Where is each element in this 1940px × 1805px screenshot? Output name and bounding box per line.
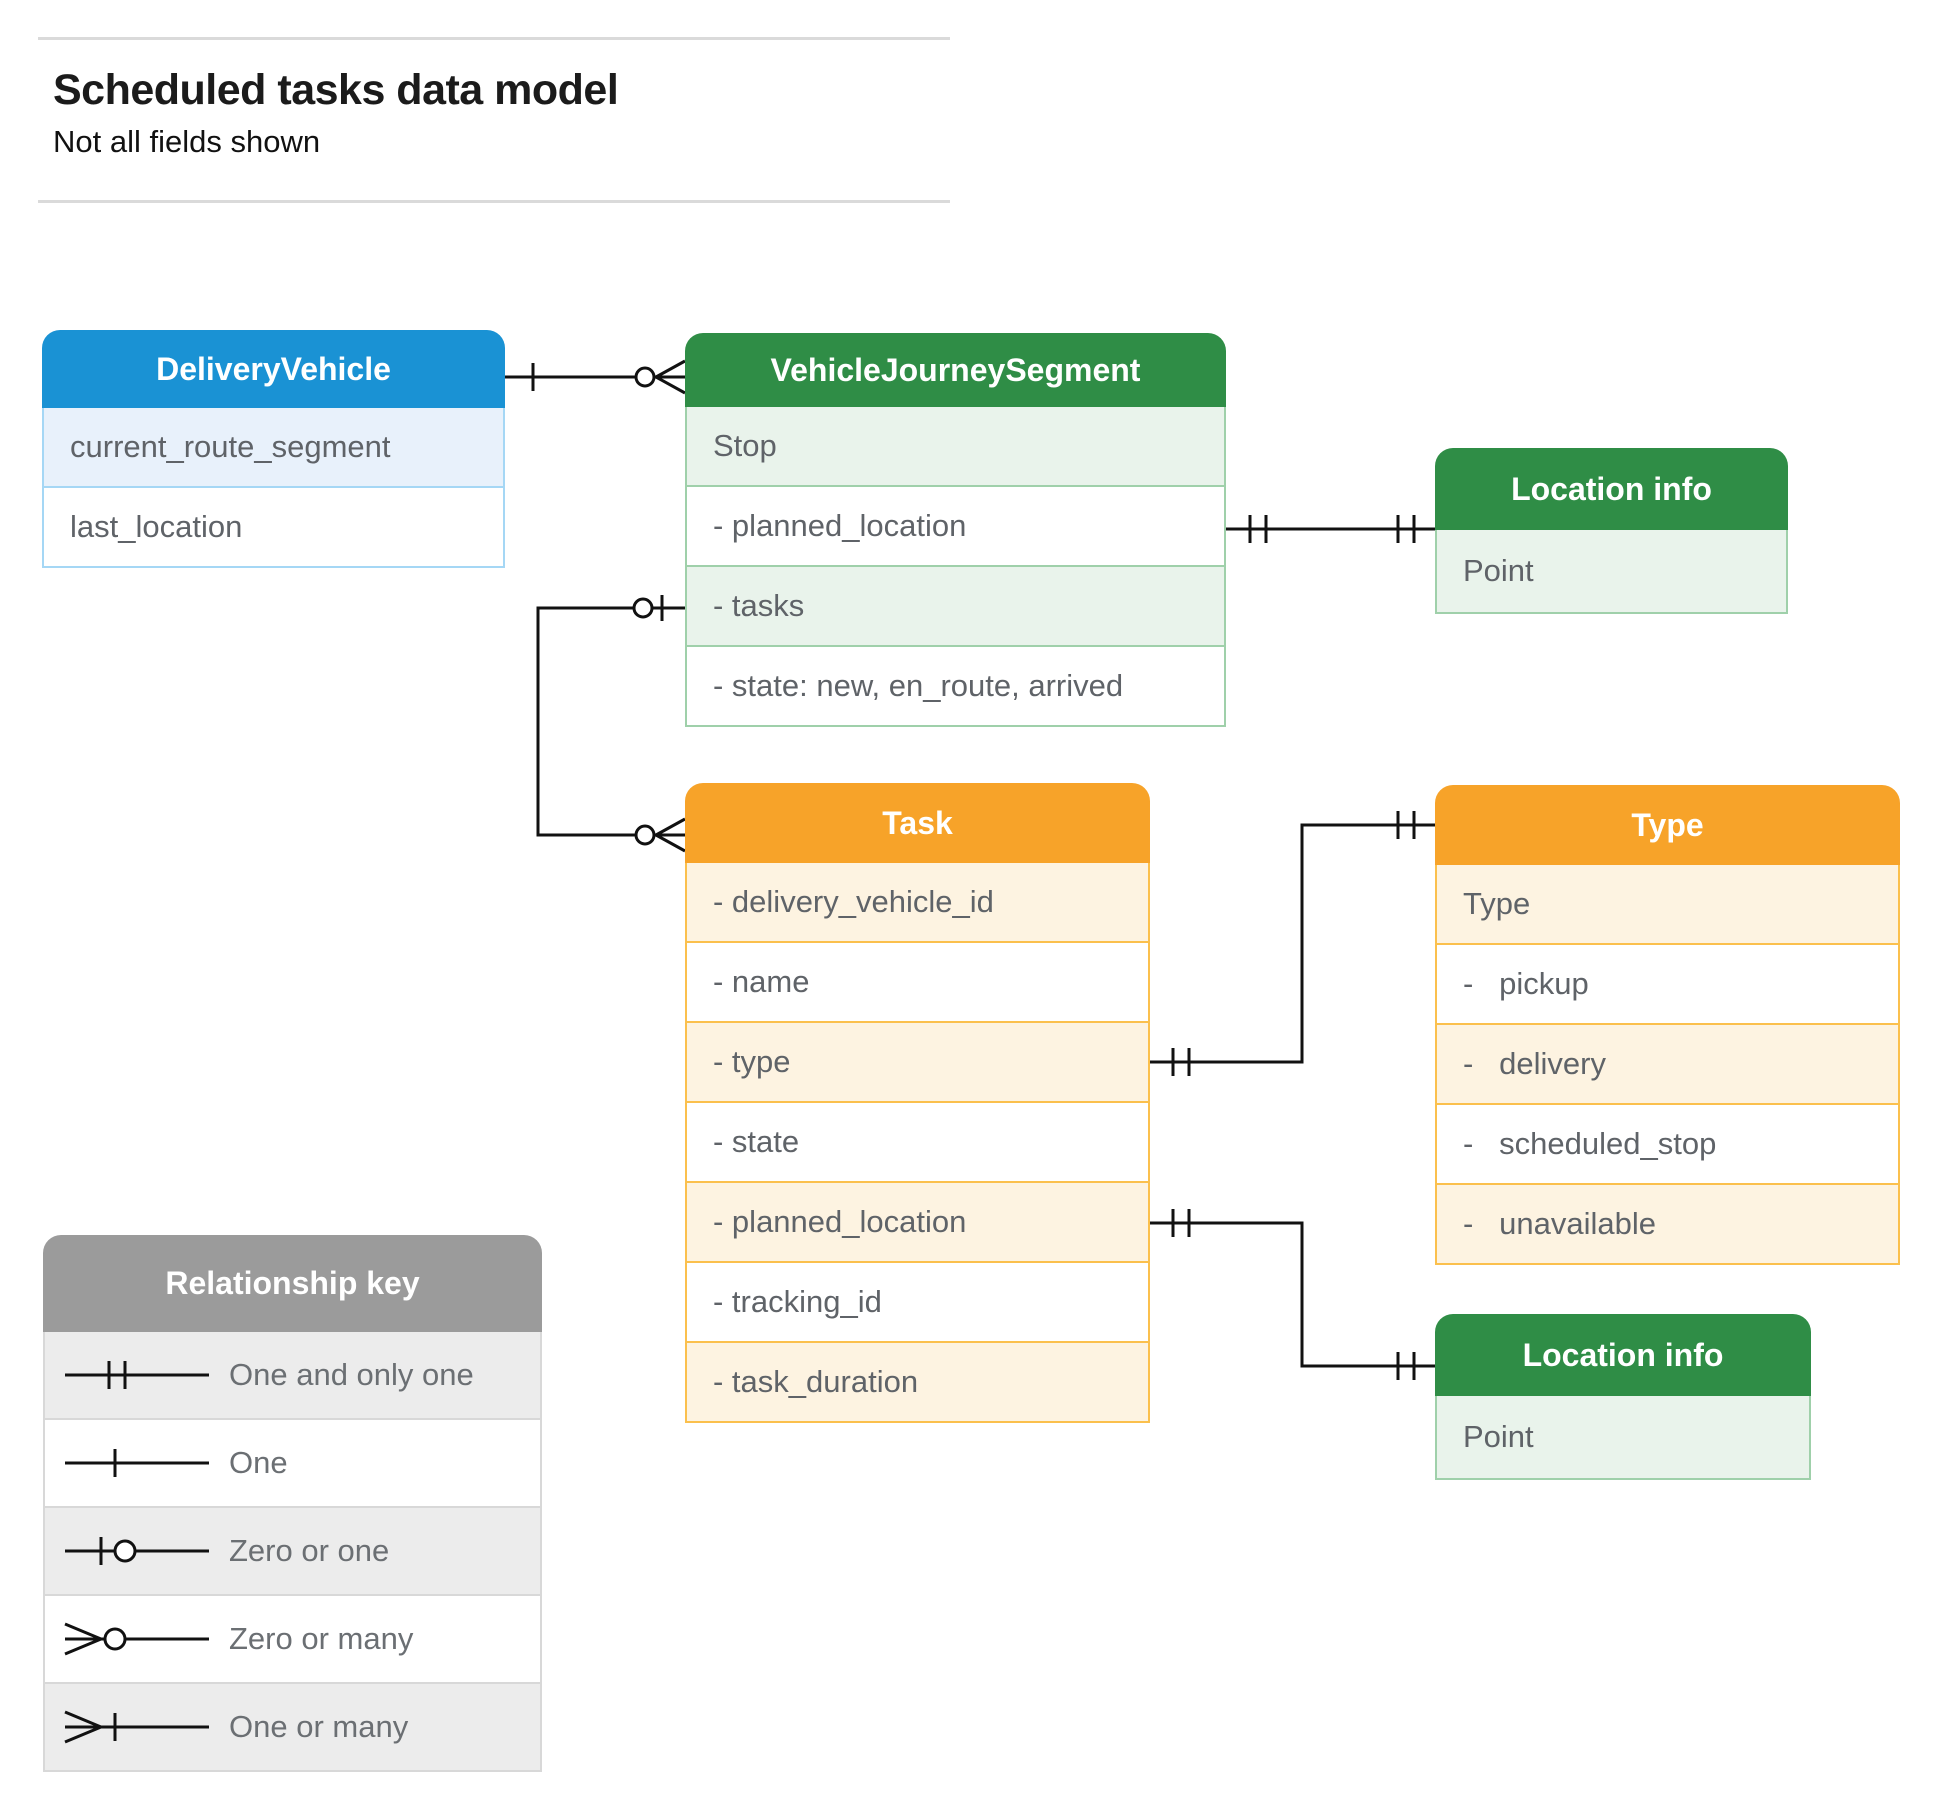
field-row: - planned_location bbox=[685, 487, 1226, 567]
field-row: - scheduled_stop bbox=[1435, 1105, 1900, 1185]
field-row: - pickup bbox=[1435, 945, 1900, 1025]
entity-delivery-vehicle: DeliveryVehicle current_route_segment la… bbox=[42, 330, 505, 568]
field-row: Point bbox=[1435, 530, 1788, 614]
legend-item: One or many bbox=[43, 1684, 542, 1772]
field-row: Point bbox=[1435, 1396, 1811, 1480]
zero-or-one-icon bbox=[65, 1537, 209, 1565]
entity-title: DeliveryVehicle bbox=[42, 330, 505, 408]
entity-task: Task - delivery_vehicle_id - name - type… bbox=[685, 783, 1150, 1423]
field-row: Type bbox=[1435, 865, 1900, 945]
connector-taskplannedlocation-locationinfo-bottom bbox=[1150, 1209, 1435, 1380]
field-row: - tasks bbox=[685, 567, 1226, 647]
legend-label: Zero or one bbox=[229, 1533, 390, 1568]
legend-label: One and only one bbox=[229, 1357, 474, 1392]
entity-location-info-top: Location info Point bbox=[1435, 448, 1788, 614]
field-row: - planned_location bbox=[685, 1183, 1150, 1263]
legend-item: Zero or one bbox=[43, 1508, 542, 1596]
legend-item: One and only one bbox=[43, 1332, 542, 1420]
entity-title: VehicleJourneySegment bbox=[685, 333, 1226, 407]
connector-tasktype-type bbox=[1150, 811, 1435, 1076]
field-row: - task_duration bbox=[685, 1343, 1150, 1423]
connector-tasks-task bbox=[536, 595, 686, 853]
field-row: - name bbox=[685, 943, 1150, 1023]
field-row: Stop bbox=[685, 407, 1226, 487]
entity-type: Type Type - pickup - delivery - schedule… bbox=[1435, 785, 1900, 1265]
legend-title: Relationship key bbox=[43, 1235, 542, 1332]
page-subtitle: Not all fields shown bbox=[53, 124, 321, 159]
one-and-only-one-icon bbox=[65, 1361, 209, 1389]
legend-item: One bbox=[43, 1420, 542, 1508]
entity-title: Task bbox=[685, 783, 1150, 863]
field-row: - unavailable bbox=[1435, 1185, 1900, 1265]
entity-vehicle-journey-segment: VehicleJourneySegment Stop - planned_loc… bbox=[685, 333, 1226, 727]
field-row: - state: new, en_route, arrived bbox=[685, 647, 1226, 727]
connector-plannedlocation-locationinfo-top bbox=[1226, 515, 1435, 543]
field-row: - delivery_vehicle_id bbox=[685, 863, 1150, 943]
legend-label: Zero or many bbox=[229, 1621, 414, 1656]
relationship-key: Relationship key One and only one One Ze… bbox=[43, 1235, 542, 1772]
field-row: - delivery bbox=[1435, 1025, 1900, 1105]
legend-label: One bbox=[229, 1445, 288, 1480]
field-row: - tracking_id bbox=[685, 1263, 1150, 1343]
entity-title: Location info bbox=[1435, 448, 1788, 530]
field-row: - type bbox=[685, 1023, 1150, 1103]
entity-title: Location info bbox=[1435, 1314, 1811, 1396]
page-title: Scheduled tasks data model bbox=[53, 66, 619, 114]
title-rule bbox=[38, 200, 950, 203]
entity-title: Type bbox=[1435, 785, 1900, 865]
connector-deliveryvehicle-vehiclejourneysegment bbox=[505, 359, 686, 395]
one-or-many-icon bbox=[64, 1710, 209, 1744]
field-row: - state bbox=[685, 1103, 1150, 1183]
field-row: last_location bbox=[42, 488, 505, 568]
legend-label: One or many bbox=[229, 1709, 409, 1744]
zero-or-many-icon bbox=[64, 1622, 209, 1656]
top-rule bbox=[38, 37, 950, 40]
legend-item: Zero or many bbox=[43, 1596, 542, 1684]
one-icon bbox=[65, 1449, 209, 1477]
entity-location-info-bottom: Location info Point bbox=[1435, 1314, 1811, 1480]
field-row: current_route_segment bbox=[42, 408, 505, 488]
